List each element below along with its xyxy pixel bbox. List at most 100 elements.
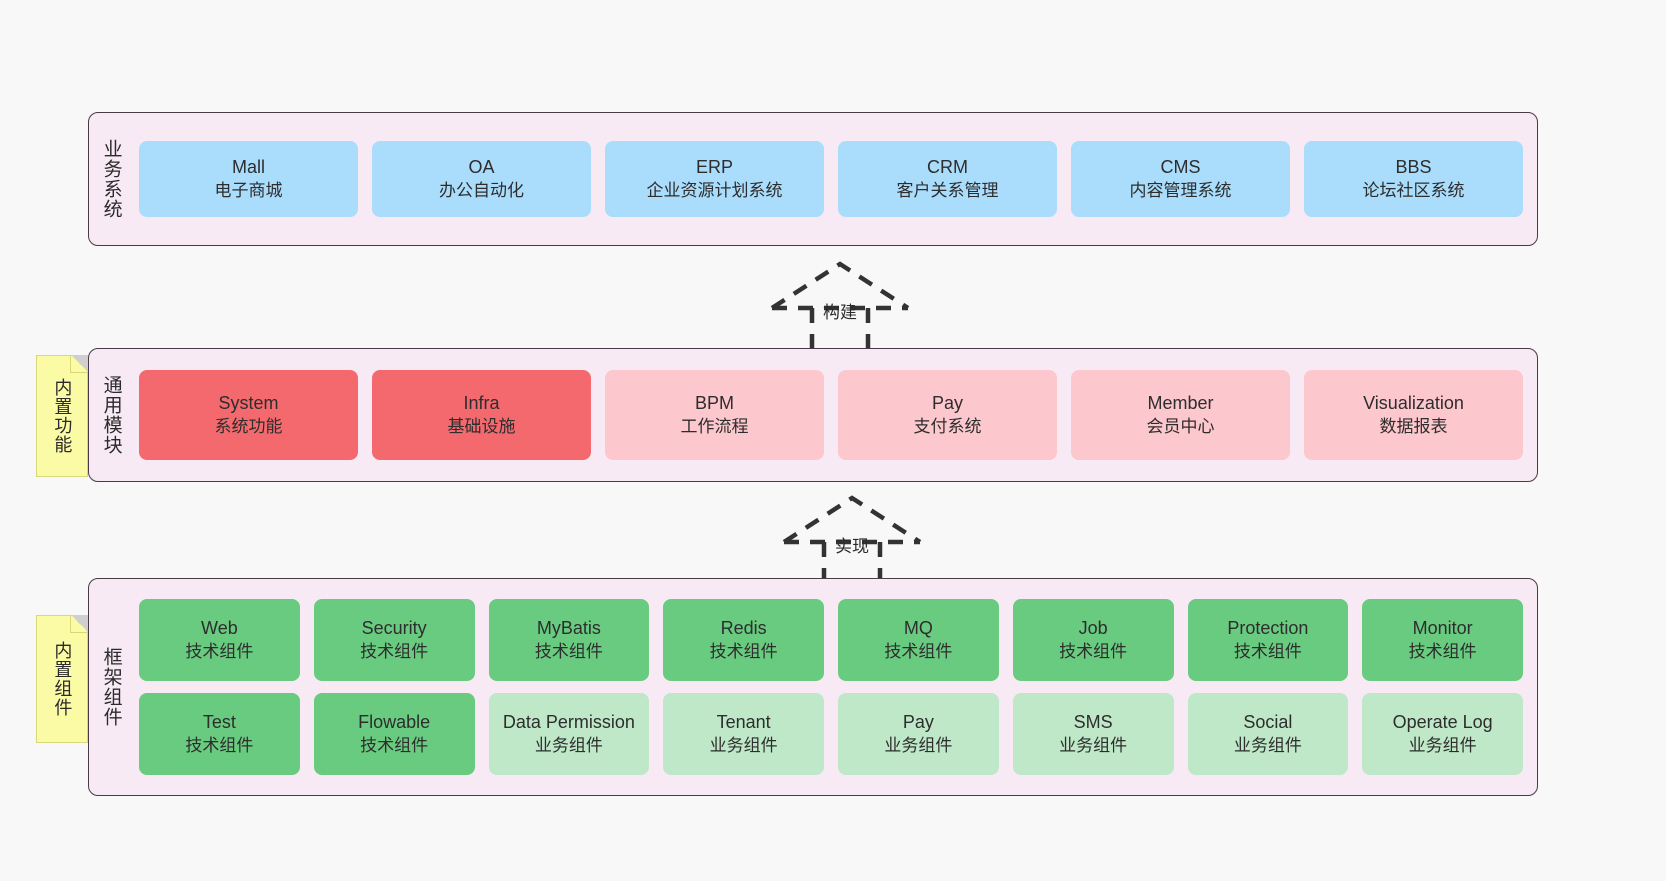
card-title: Security [361,618,427,639]
card-title: CMS [1160,157,1201,178]
layer-business-label: 业务系统 [100,139,122,219]
card-title: Infra [463,393,500,414]
connector-implement-label: 实现 [835,537,869,556]
card-subtitle: 技术组件 [1233,641,1302,661]
card-subtitle: 系统功能 [214,416,283,436]
card-subtitle: 业务组件 [884,735,953,755]
card-title: OA [468,157,495,178]
card-title: Data Permission [502,712,635,733]
card-subtitle: 工作流程 [680,416,749,436]
card-title: Flowable [358,712,431,733]
card-subtitle: 数据报表 [1379,416,1448,436]
card-subtitle: 办公自动化 [439,180,524,200]
card-subtitle: 客户关系管理 [896,180,999,200]
card-subtitle: 企业资源计划系统 [646,180,783,200]
connector-implement: 实现 [772,492,932,588]
card-subtitle: 论坛社区系统 [1362,180,1465,200]
card-title: Monitor [1412,618,1473,639]
card-subtitle: 基础设施 [447,416,516,436]
note-builtin-components: 内置组件 [36,615,88,743]
card-title: Tenant [716,712,771,733]
card-subtitle: 技术组件 [534,641,603,661]
card-subtitle: 技术组件 [360,641,429,661]
card-subtitle: 业务组件 [709,735,778,755]
card-subtitle: 业务组件 [1408,735,1477,755]
card-subtitle: 会员中心 [1146,416,1215,436]
card-title: Mall [231,157,265,178]
card-subtitle: 业务组件 [1233,735,1302,755]
note-builtin-features: 内置功能 [36,355,88,477]
card-title: ERP [695,157,733,178]
card-subtitle: 技术组件 [1408,641,1477,661]
card-title: Web [201,618,238,639]
card-title: CRM [927,157,968,178]
arrow-head-outline [770,261,910,310]
card-title: MyBatis [536,618,601,639]
card-title: Redis [720,618,767,639]
card-subtitle: 支付系统 [913,416,982,436]
card-subtitle: 业务组件 [534,735,603,755]
card-title: SMS [1073,712,1113,733]
card-title: Protection [1227,618,1309,639]
card-title: Job [1078,618,1108,639]
card-title: System [218,393,279,414]
card-subtitle: 技术组件 [1059,641,1128,661]
layer-framework-label: 框架组件 [100,647,122,727]
card-subtitle: 技术组件 [185,641,254,661]
connector-build: 构建 [760,258,920,354]
card-subtitle: 技术组件 [709,641,778,661]
card-title: MQ [903,618,933,639]
card-title: Pay [931,393,964,414]
card-title: BBS [1395,157,1432,178]
card-title: Test [202,712,236,733]
card-title: Pay [902,712,934,733]
card-subtitle: 技术组件 [360,735,429,755]
card-subtitle: 技术组件 [185,735,254,755]
card-subtitle: 电子商城 [214,180,283,200]
card-subtitle: 技术组件 [884,641,953,661]
connector-build-label: 构建 [823,303,857,322]
card-title: Visualization [1363,393,1464,414]
card-subtitle: 内容管理系统 [1129,180,1232,200]
layer-modules-label: 通用模块 [100,375,122,455]
card-subtitle: 业务组件 [1059,735,1128,755]
arrow-head-outline [782,495,922,544]
card-title: Operate Log [1392,712,1493,733]
